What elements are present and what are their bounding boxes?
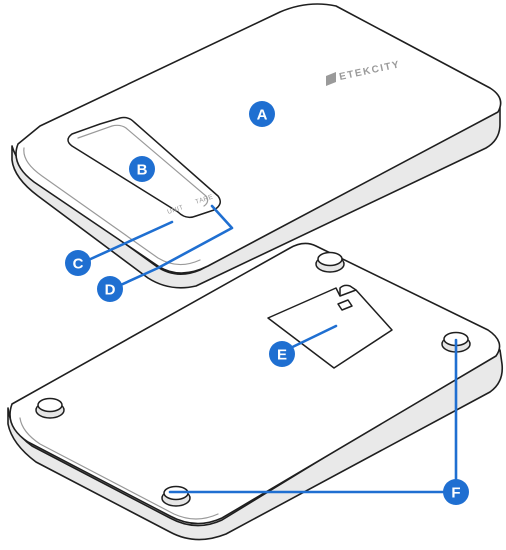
callout-c-label: C (73, 256, 84, 273)
callout-d: D (97, 276, 123, 302)
top-scale-surface (15, 3, 502, 274)
scale-bottom-view (7, 242, 504, 541)
callout-c-circle (65, 250, 91, 276)
bottom-scale-edge (7, 349, 504, 541)
battery-latch (337, 299, 353, 311)
display-bezel (77, 124, 209, 207)
callout-a: A (249, 101, 275, 127)
callout-e-circle (269, 341, 295, 367)
callout-d-label: D (105, 282, 116, 299)
bottom-scale-rim (19, 417, 219, 520)
callout-e: E (269, 341, 295, 367)
callout-c: C (65, 250, 91, 276)
foot-front (161, 485, 191, 507)
callout-f-label: F (451, 485, 460, 502)
foot-left (35, 397, 65, 419)
callout-f-circle (443, 479, 469, 505)
unit-button-label[interactable]: UNIT (166, 204, 184, 216)
callout-b: B (129, 156, 155, 182)
callout-line-c (82, 220, 174, 264)
callout-line-d (112, 204, 234, 290)
callout-d-circle (97, 276, 123, 302)
top-scale-rim (23, 147, 201, 266)
callout-f: F (443, 479, 469, 505)
callout-e-label: E (277, 347, 287, 364)
display-window (67, 116, 221, 219)
foot-back (315, 251, 345, 273)
callout-a-circle (249, 101, 275, 127)
battery-tab-icon (339, 284, 357, 296)
brand-mark-icon (326, 72, 336, 86)
callout-b-circle (129, 156, 155, 182)
callout-a-label: A (257, 107, 268, 124)
scale-top-view: UNIT TARE ETEKCITY (11, 3, 502, 289)
callout-b-label: B (137, 162, 148, 179)
